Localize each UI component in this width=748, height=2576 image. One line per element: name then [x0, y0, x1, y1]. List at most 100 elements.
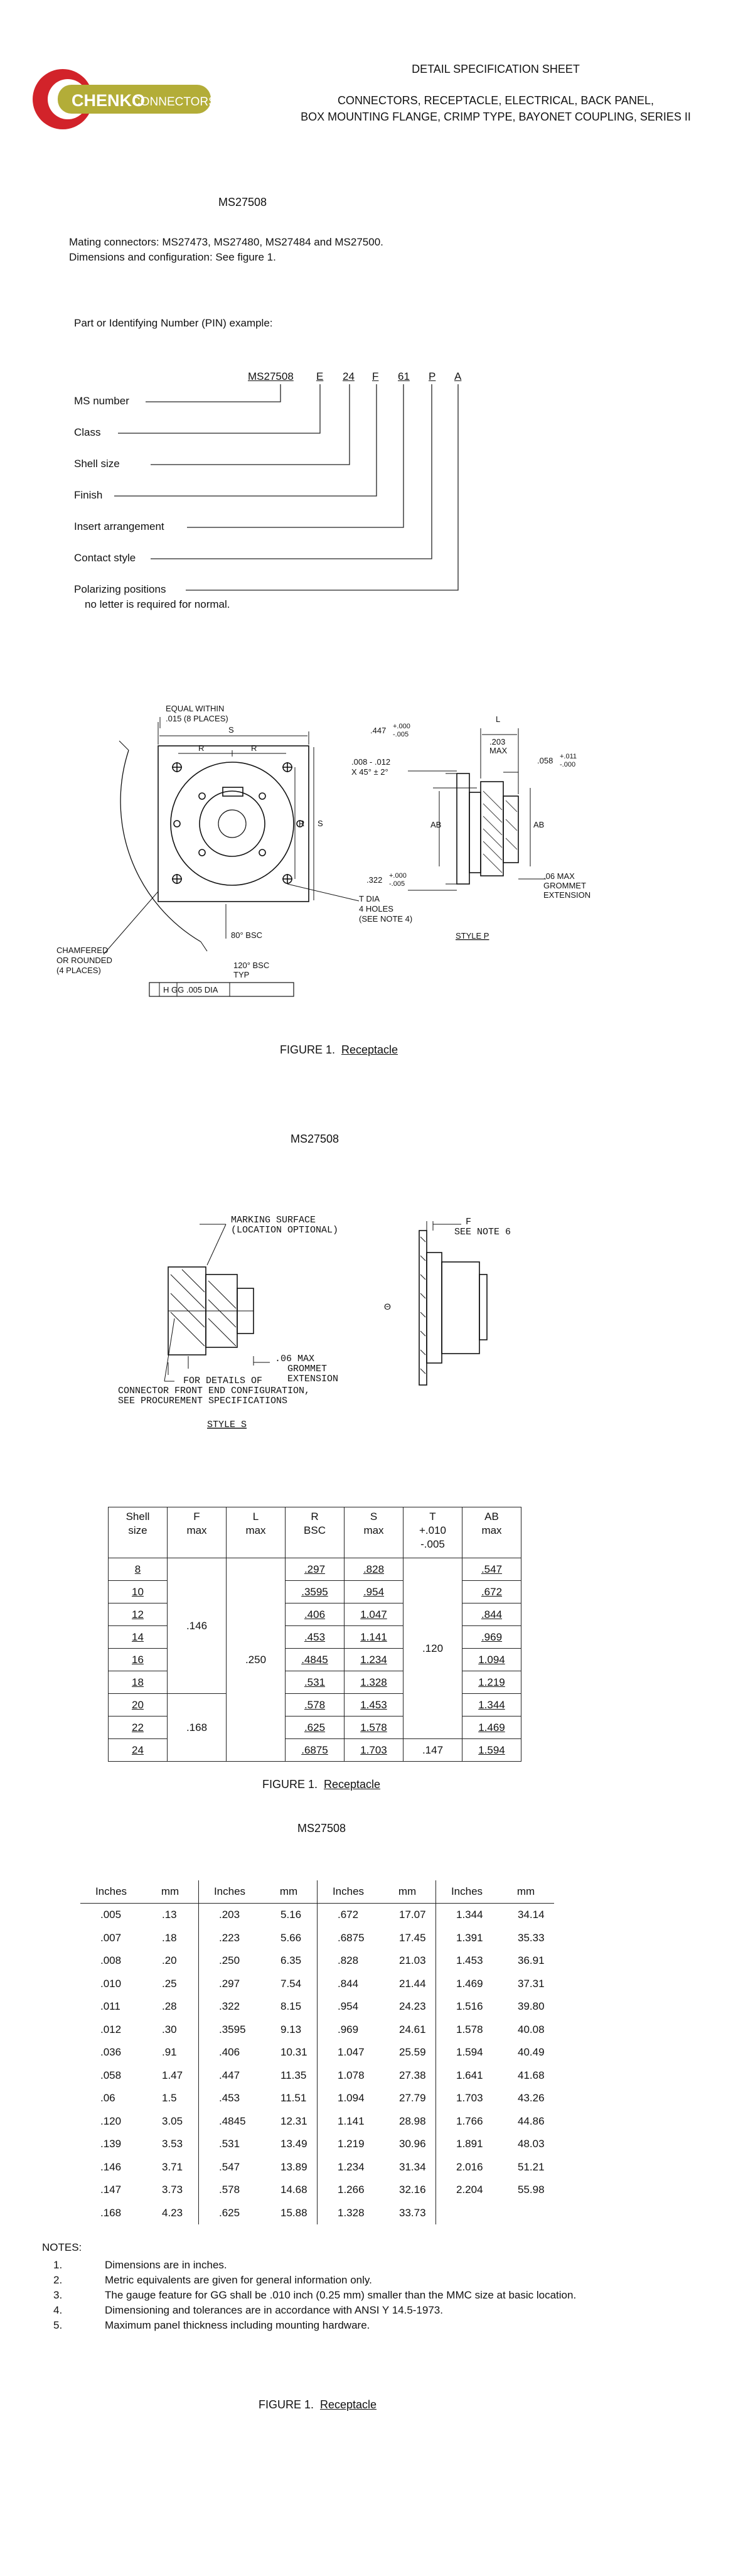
- cell-s: 1.703: [344, 1738, 403, 1762]
- cell-inches: 1.703: [435, 2087, 498, 2110]
- cell-f-group-1: .146: [167, 1558, 227, 1694]
- label-r-right: R: [251, 743, 257, 753]
- conv-header: mm: [260, 1880, 318, 1904]
- cell-mm: 5.66: [280, 1931, 302, 1944]
- cell-inches: 2.016: [435, 2155, 498, 2179]
- cell-mm: 28.98: [399, 2115, 426, 2127]
- cell-inches: 1.078: [317, 2064, 379, 2087]
- cell-inches: .844: [317, 1972, 379, 1995]
- label-203-max: MAX: [489, 746, 508, 755]
- cell-mm: 15.88: [280, 2206, 307, 2219]
- cell-inches: .6875: [317, 1926, 379, 1949]
- cell-inches: 1.047: [317, 2041, 379, 2064]
- label-06-extension-s: EXTENSION: [287, 1374, 338, 1384]
- cell-r: .453: [285, 1625, 345, 1649]
- label-style-s: STYLE S: [207, 1420, 247, 1430]
- label-447-plus: +.000: [393, 723, 410, 730]
- cell-r: .4845: [285, 1648, 345, 1671]
- cell-s: 1.453: [344, 1693, 403, 1716]
- cell-mm: 43.26: [518, 2092, 545, 2104]
- cell-mm: 36.91: [518, 1954, 545, 1967]
- figure-caption-label: Receptacle: [341, 1043, 398, 1056]
- figure-caption-3: FIGURE 1. Receptacle: [192, 2398, 443, 2412]
- cell-shell: 14: [108, 1625, 168, 1649]
- cell-r: .297: [285, 1558, 345, 1581]
- cell-inches: 1.328: [317, 2201, 379, 2224]
- cell-ab: 1.094: [462, 1648, 521, 1671]
- cell-inches: 1.234: [317, 2155, 379, 2179]
- label-procurement: SEE PROCUREMENT SPECIFICATIONS: [118, 1396, 287, 1406]
- cell-ab: .844: [462, 1603, 521, 1626]
- cell-mm: 34.14: [518, 1909, 545, 1921]
- label-details-of: FOR DETAILS OF: [183, 1376, 262, 1386]
- document-title: DETAIL SPECIFICATION SHEET: [412, 63, 580, 75]
- cell-mm: 40.08: [518, 2023, 545, 2035]
- label-ab-left: AB: [430, 820, 441, 829]
- label-see-note-4: (SEE NOTE 4): [359, 914, 412, 924]
- label-s-vertical: S: [318, 819, 323, 828]
- table-row: 22 .625 1.578 1.469: [108, 1716, 521, 1739]
- figure-caption-prefix: FIGURE 1.: [258, 2398, 314, 2411]
- label-80-bsc: 80° BSC: [231, 930, 262, 940]
- cell-inches: .058: [100, 2069, 122, 2081]
- cell-mm: 1.47: [162, 2069, 183, 2081]
- pin-label-insert: Insert arrangement: [74, 520, 164, 532]
- pin-label-ms-number: MS number: [74, 395, 129, 407]
- conversion-table: Inches mm Inches mm Inches mm Inches mm …: [80, 1880, 554, 2224]
- cell-inches: .06: [100, 2092, 115, 2104]
- cell-mm: 5.16: [280, 1909, 302, 1921]
- cell-inches: 1.469: [435, 1972, 498, 1995]
- cell-mm: 24.61: [399, 2023, 426, 2035]
- label-front-end: CONNECTOR FRONT END CONFIGURATION,: [118, 1386, 310, 1396]
- cell-inches: .3595: [198, 2018, 260, 2041]
- label-equal-within: EQUAL WITHIN: [166, 704, 224, 713]
- cell-mm: .30: [162, 2023, 177, 2035]
- col-t: T+.010-.005: [403, 1507, 462, 1558]
- cell-mm: 3.05: [162, 2115, 183, 2127]
- label-l: L: [496, 714, 500, 724]
- cell-mm: [498, 2202, 554, 2225]
- label-120-bsc: 120° BSC: [233, 961, 269, 970]
- cell-mm: 55.98: [518, 2184, 545, 2196]
- table-row: 20 .168 .578 1.453 1.344: [108, 1693, 521, 1762]
- cell-mm: .28: [162, 2000, 177, 2013]
- theta-symbol-icon: Θ: [384, 1301, 391, 1312]
- note-item: 2.Metric equivalents are given for gener…: [53, 2274, 372, 2286]
- cell-mm: 27.38: [399, 2069, 426, 2081]
- figure-caption-label: Receptacle: [319, 2398, 377, 2411]
- cell-mm: .13: [162, 1909, 177, 1921]
- cell-s: 1.328: [344, 1671, 403, 1694]
- figure-caption-prefix: FIGURE 1.: [279, 1043, 335, 1056]
- pin-label-contact: Contact style: [74, 552, 136, 564]
- cell-inches: 1.891: [435, 2133, 498, 2156]
- cell-mm: 10.31: [280, 2046, 307, 2059]
- cell-mm: 44.86: [518, 2115, 545, 2127]
- cell-mm: 8.15: [280, 2000, 302, 2013]
- cell-inches: .011: [100, 2000, 120, 2013]
- cell-l-value: .250: [226, 1558, 286, 1762]
- cell-inches: .010: [100, 1977, 122, 1990]
- cell-mm: 27.79: [399, 2092, 426, 2104]
- cell-inches: .828: [317, 1949, 379, 1973]
- label-322-minus: -.005: [389, 880, 405, 888]
- label-447-minus: -.005: [393, 731, 409, 738]
- label-marking-surface: MARKING SURFACE: [231, 1215, 316, 1226]
- cell-inches: .954: [317, 1995, 379, 2018]
- cell-mm: 11.35: [280, 2069, 307, 2081]
- cell-mm: 4.23: [162, 2206, 183, 2219]
- cell-shell: 24: [108, 1738, 168, 1762]
- logo-sub: CONNECTORS: [132, 95, 216, 109]
- cell-mm: 31.34: [399, 2160, 426, 2173]
- cell-inches: .146: [100, 2160, 122, 2173]
- figure-caption-prefix: FIGURE 1.: [262, 1778, 318, 1791]
- cell-mm: 41.68: [518, 2069, 545, 2081]
- cell-mm: 21.03: [399, 1954, 426, 1967]
- conv-header: mm: [498, 1880, 554, 1904]
- cell-mm: 39.80: [518, 2000, 545, 2013]
